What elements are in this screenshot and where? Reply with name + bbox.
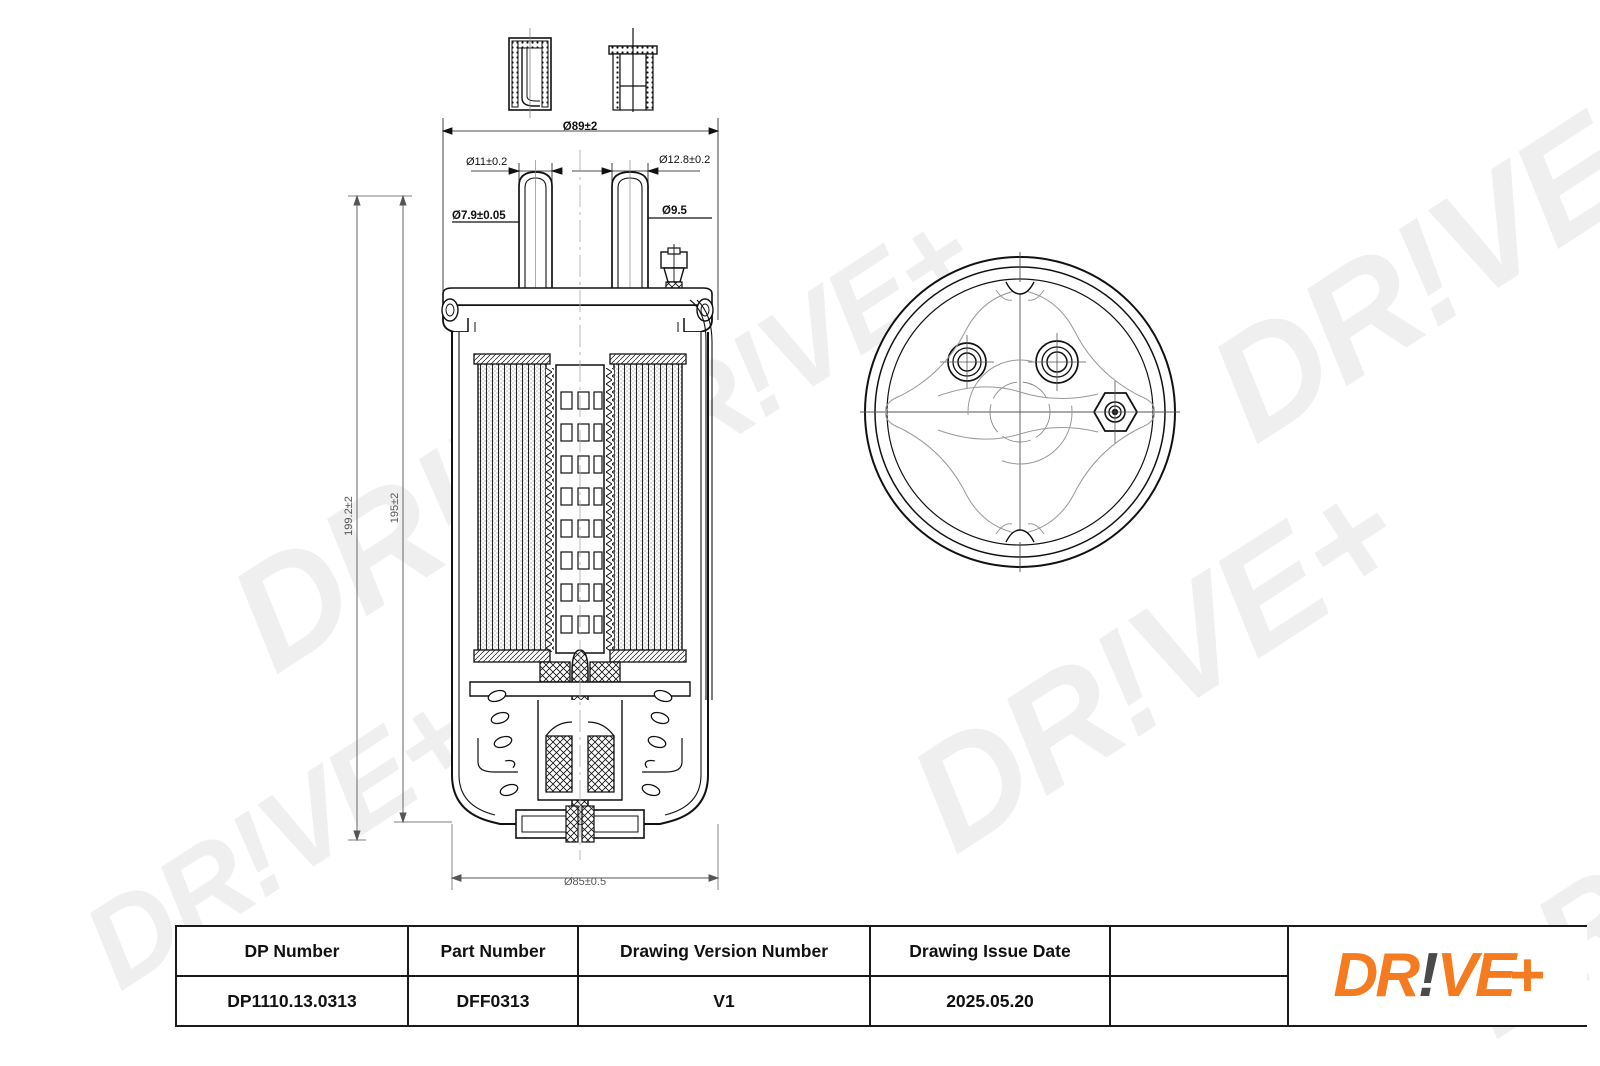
dim-overall-width: Ø89±2 [563, 121, 597, 133]
value-drawing-issue-date: 2025.05.20 [871, 977, 1111, 1025]
header-dp-number: DP Number [177, 927, 409, 975]
dim-height-overall: 199.2±2 [343, 496, 355, 536]
dim-right-port-inner: Ø9.5 [662, 205, 688, 217]
title-block-header-row: DP Number Part Number Drawing Version Nu… [177, 927, 1585, 977]
detail-view-seal-right [608, 28, 658, 112]
dim-height-body: 195±2 [389, 493, 401, 524]
title-block-value-row: DP1110.13.0313 DFF0313 V1 2025.05.20 [177, 977, 1585, 1025]
detail-view-seal-left [508, 28, 552, 118]
dim-left-port-outer: Ø11±0.2 [466, 156, 507, 168]
header-part-number: Part Number [409, 927, 579, 975]
logo-exclamation-icon: ! [1417, 941, 1439, 1010]
top-view-circular [860, 252, 1180, 572]
dim-left-port-inner: Ø7.9±0.05 [452, 210, 506, 222]
logo-text-ve: VE [1436, 941, 1517, 1010]
filter-media-pleats [473, 353, 687, 663]
title-block: DP Number Part Number Drawing Version Nu… [175, 925, 1587, 1027]
dim-body-diameter: Ø85±0.5 [564, 876, 606, 888]
dim-right-port-outer: Ø12.8±0.2 [659, 154, 710, 166]
logo-plus-icon: + [1509, 941, 1545, 1010]
value-dp-number: DP1110.13.0313 [177, 977, 409, 1025]
header-drawing-issue-date: Drawing Issue Date [871, 927, 1111, 975]
value-part-number: DFF0313 [409, 977, 579, 1025]
inlet-tube-left [518, 160, 553, 300]
value-drawing-version-number: V1 [579, 977, 871, 1025]
outlet-tube-right [611, 160, 649, 300]
header-drawing-version-number: Drawing Version Number [579, 927, 871, 975]
logo-text-dr: DR [1333, 941, 1420, 1010]
brand-logo: DR ! VE + [1287, 927, 1587, 1025]
